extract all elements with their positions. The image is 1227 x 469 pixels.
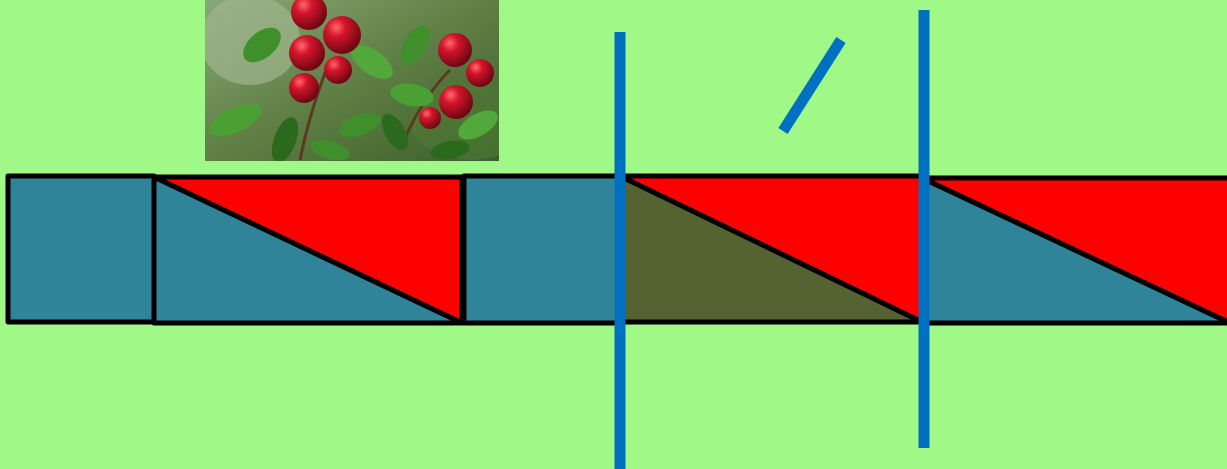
- berry-cluster: [289, 0, 494, 129]
- segment-4-diagonal: [617, 173, 925, 325]
- slanted-tick[interactable]: [778, 37, 846, 134]
- berry-photo: [205, 0, 499, 161]
- divider-lines: [614, 10, 930, 469]
- segment-1-square: [5, 173, 157, 325]
- segment-5-diagonal: [919, 175, 1227, 326]
- segment-3-square: [461, 173, 623, 326]
- leaf-cluster: [209, 25, 498, 161]
- segment-2-diagonal: [151, 174, 465, 326]
